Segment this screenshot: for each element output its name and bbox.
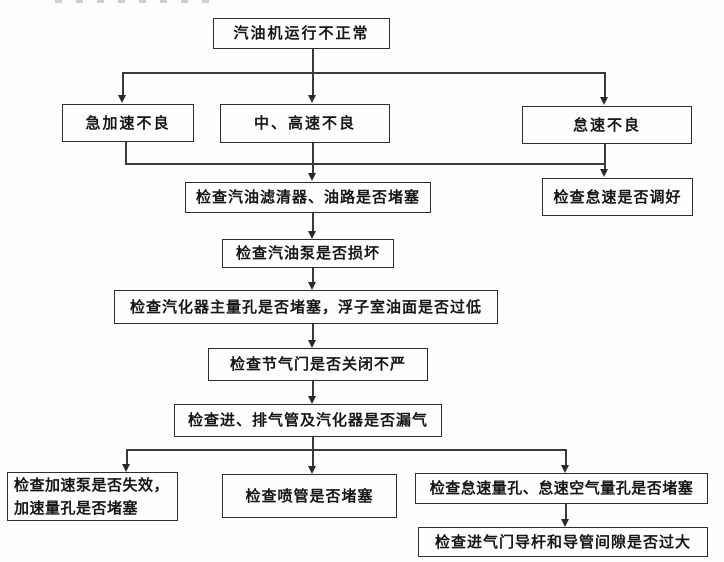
arrowhead-check-idle-jet — [561, 465, 569, 473]
arrowhead-check-accel-pump — [122, 464, 130, 472]
flow-node-check-main-jet: 检查汽化器主量孔是否堵塞，浮子室油面是否过低 — [114, 290, 498, 324]
connector-mainjet-to-throttle — [312, 324, 314, 340]
flow-node-mid-high-poor: 中、高速不良 — [220, 104, 390, 143]
arrowhead-check-main-jet — [308, 282, 316, 290]
arrowhead-rapid-accel — [118, 95, 126, 103]
connector-to-nozzle — [312, 449, 314, 466]
flow-node-check-fuel-pump: 检查汽油泵是否损坏 — [222, 239, 394, 268]
flow-node-check-fuel-filter: 检查汽油滤清器、油路是否堵塞 — [185, 182, 431, 213]
arrowhead-mid-high — [308, 95, 316, 103]
arrowhead-check-valve-guide — [561, 519, 569, 527]
connector-top-distribution — [122, 72, 605, 74]
flow-node-root: 汽油机运行不正常 — [213, 18, 390, 49]
connector-rapid-accel-down — [125, 142, 127, 164]
arrowhead-check-air-leak — [308, 396, 316, 404]
connector-to-idle — [604, 72, 606, 97]
connector-merge-rail — [125, 163, 605, 165]
arrowhead-check-idle-adjust — [600, 169, 608, 177]
arrowhead-check-fuel-pump — [308, 231, 316, 239]
arrowhead-idle — [600, 97, 608, 105]
connector-to-idle-jet — [565, 449, 567, 465]
connector-throttle-to-leak — [312, 381, 314, 396]
connector-to-accel-pump — [126, 449, 128, 464]
connector-idle-down — [604, 144, 606, 169]
flow-node-rapid-accel-poor: 急加速不良 — [62, 104, 194, 142]
connector-filter-to-pump — [312, 213, 314, 231]
connector-mid-high-down — [312, 143, 314, 173]
flow-node-check-throttle: 检查节气门是否关闭不严 — [208, 348, 428, 381]
flow-node-check-idle-adjust: 检查怠速是否调好 — [542, 178, 693, 216]
arrowhead-check-nozzle — [308, 466, 316, 474]
flow-node-check-nozzle: 检查喷管是否堵塞 — [222, 474, 397, 518]
flow-node-check-valve-guide: 检查进气门导杆和导管间隙是否过大 — [418, 527, 708, 557]
flow-node-check-air-leak: 检查进、排气管及汽化器是否漏气 — [174, 404, 442, 437]
page-edge-artifact — [55, 0, 220, 3]
connector-to-rapid-accel — [122, 72, 124, 95]
connector-leak-down — [312, 437, 314, 451]
arrowhead-check-throttle — [308, 340, 316, 348]
arrowhead-check-fuel-filter — [308, 173, 316, 181]
connector-bottom-distribution — [126, 449, 566, 451]
connector-pump-to-mainjet — [312, 268, 314, 282]
connector-idlejet-to-valveguide — [565, 504, 567, 519]
flow-node-check-idle-jet: 检查怠速量孔、怠速空气量孔是否堵塞 — [415, 473, 708, 504]
flow-node-check-accel-pump: 检查加速泵是否失效， 加速量孔是否堵塞 — [7, 472, 178, 521]
flow-node-idle-poor: 怠速不良 — [522, 106, 692, 144]
